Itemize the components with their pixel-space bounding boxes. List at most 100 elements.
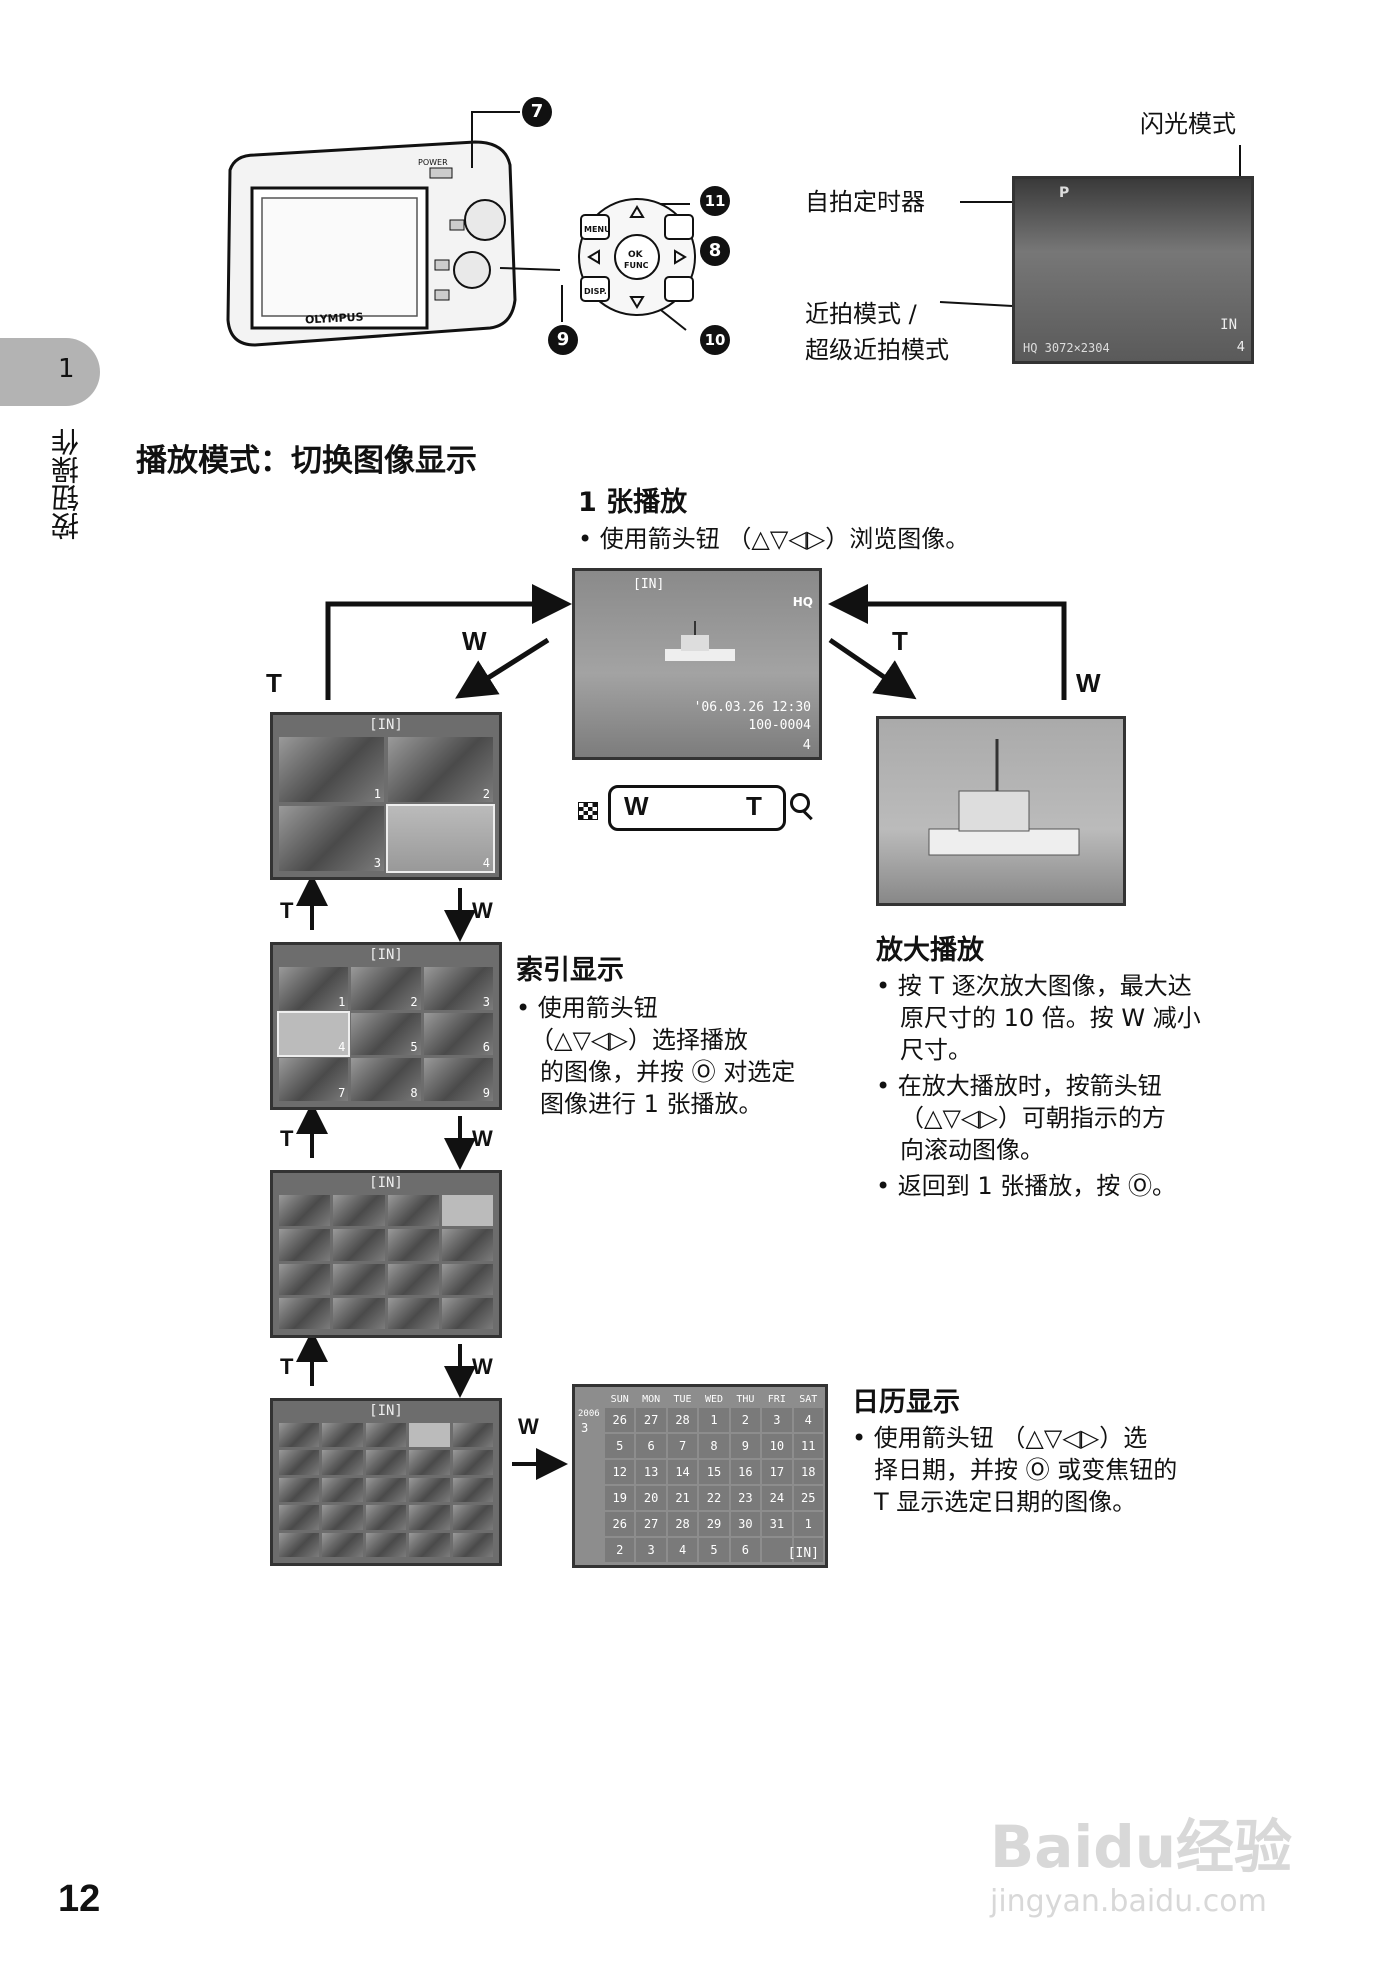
calendar-date-cell[interactable]: 31 — [762, 1512, 792, 1536]
thumb[interactable] — [365, 1477, 407, 1503]
calendar-date-cell[interactable]: 10 — [762, 1434, 792, 1458]
thumb[interactable] — [452, 1505, 493, 1530]
thumb[interactable]: 2 — [388, 737, 493, 802]
thumb[interactable] — [387, 1229, 439, 1261]
calendar-date-cell[interactable]: 16 — [730, 1460, 761, 1484]
calendar-date-cell[interactable]: 5 — [605, 1434, 635, 1458]
thumb[interactable] — [452, 1532, 493, 1557]
thumb[interactable]: 7 — [279, 1058, 349, 1101]
thumb-number: 2 — [410, 994, 418, 1009]
calendar-date-cell[interactable]: 2 — [730, 1408, 761, 1432]
thumb[interactable]: 3 — [279, 806, 384, 871]
thumb[interactable] — [452, 1423, 493, 1448]
calendar-date-cell[interactable]: 27 — [636, 1512, 666, 1536]
thumb[interactable] — [387, 1297, 439, 1329]
calendar-date-cell[interactable]: 15 — [699, 1460, 729, 1484]
thumb[interactable] — [409, 1423, 450, 1448]
thumb[interactable]: 6 — [423, 1012, 493, 1056]
calendar-date-cell[interactable]: 21 — [667, 1486, 698, 1510]
calendar-date-cell[interactable]: 12 — [605, 1460, 635, 1484]
thumb[interactable] — [322, 1505, 363, 1530]
thumb[interactable] — [365, 1423, 407, 1448]
calendar-date-cell[interactable]: 4 — [793, 1408, 823, 1432]
thumb[interactable] — [322, 1450, 363, 1475]
thumb[interactable]: 9 — [423, 1058, 493, 1101]
calendar-date-cell[interactable]: 19 — [605, 1486, 635, 1510]
calendar-date-cell[interactable]: 1 — [699, 1408, 729, 1432]
thumb[interactable] — [452, 1450, 493, 1475]
calendar-date-cell[interactable]: 24 — [762, 1486, 792, 1510]
calendar-date-cell[interactable]: 17 — [762, 1460, 792, 1484]
calendar-date-cell[interactable]: 1 — [793, 1512, 823, 1536]
thumb[interactable] — [441, 1229, 493, 1261]
calendar-date-cell[interactable]: 3 — [762, 1408, 792, 1432]
thumb[interactable] — [279, 1195, 331, 1227]
calendar-date-cell[interactable]: 25 — [793, 1486, 823, 1510]
calendar-date-cell[interactable]: 27 — [636, 1408, 666, 1432]
thumb[interactable] — [365, 1450, 407, 1475]
thumb[interactable]: 1 — [279, 967, 349, 1010]
thumb[interactable] — [387, 1263, 439, 1295]
thumb[interactable] — [279, 1505, 320, 1530]
thumb[interactable] — [279, 1477, 320, 1503]
thumb[interactable] — [279, 1450, 320, 1475]
thumb[interactable] — [322, 1477, 363, 1503]
calendar-date-cell[interactable]: 28 — [667, 1512, 698, 1536]
thumb[interactable] — [441, 1297, 493, 1329]
thumb[interactable] — [365, 1532, 407, 1557]
calendar-line-1: • 使用箭头钮 （△▽◁▷）选 — [852, 1424, 1148, 1452]
calendar-date-cell[interactable]: 6 — [730, 1538, 761, 1562]
thumb[interactable] — [333, 1195, 385, 1227]
thumb[interactable]: 3 — [423, 967, 493, 1010]
thumb[interactable] — [279, 1263, 331, 1295]
calendar-date-cell[interactable] — [793, 1538, 823, 1562]
calendar-date-cell[interactable]: 6 — [636, 1434, 666, 1458]
calendar-date-cell[interactable]: 30 — [730, 1512, 761, 1536]
thumb[interactable]: 2 — [351, 967, 421, 1010]
thumb[interactable] — [409, 1505, 450, 1530]
calendar-date-cell[interactable]: 23 — [730, 1486, 761, 1510]
thumb[interactable] — [441, 1195, 493, 1227]
thumb[interactable] — [333, 1229, 385, 1261]
calendar-date-cell[interactable]: 11 — [793, 1434, 823, 1458]
calendar-date-cell[interactable]: 29 — [699, 1512, 729, 1536]
calendar-date-cell[interactable]: 20 — [636, 1486, 666, 1510]
calendar-date-cell[interactable]: 7 — [667, 1434, 698, 1458]
calendar-date-cell[interactable]: 28 — [667, 1408, 698, 1432]
thumb[interactable] — [279, 1229, 331, 1261]
closeup-line-2: 原尺寸的 10 倍。按 W 减小 — [900, 1004, 1201, 1032]
calendar-date-cell[interactable]: 22 — [699, 1486, 729, 1510]
calendar-date-cell[interactable]: 3 — [636, 1538, 666, 1562]
thumb[interactable]: 4 — [386, 804, 495, 873]
thumb[interactable] — [441, 1263, 493, 1295]
thumb[interactable] — [279, 1532, 320, 1557]
calendar-date-cell[interactable] — [762, 1538, 792, 1562]
calendar-date-cell[interactable]: 26 — [605, 1408, 635, 1432]
thumb[interactable] — [409, 1532, 450, 1557]
thumb[interactable] — [279, 1423, 320, 1448]
thumb[interactable] — [409, 1450, 450, 1475]
calendar-date-cell[interactable]: 2 — [605, 1538, 635, 1562]
thumb[interactable] — [365, 1505, 407, 1530]
thumb[interactable]: 8 — [351, 1058, 421, 1101]
thumb[interactable] — [409, 1477, 450, 1503]
thumb-number: 2 — [482, 787, 490, 801]
thumb[interactable] — [322, 1532, 363, 1557]
thumb[interactable] — [279, 1297, 331, 1329]
calendar-date-cell[interactable]: 4 — [667, 1538, 698, 1562]
thumb[interactable] — [333, 1263, 385, 1295]
calendar-date-cell[interactable]: 13 — [636, 1460, 666, 1484]
thumb[interactable] — [452, 1477, 493, 1503]
thumb[interactable] — [333, 1297, 385, 1329]
thumb[interactable]: 1 — [279, 737, 384, 802]
thumb[interactable]: 4 — [276, 1010, 351, 1058]
thumb[interactable]: 5 — [351, 1012, 421, 1056]
calendar-date-cell[interactable]: 18 — [793, 1460, 823, 1484]
calendar-date-cell[interactable]: 26 — [605, 1512, 635, 1536]
thumb[interactable] — [322, 1423, 363, 1448]
thumb[interactable] — [387, 1195, 439, 1227]
calendar-date-cell[interactable]: 9 — [730, 1434, 761, 1458]
calendar-date-cell[interactable]: 8 — [699, 1434, 729, 1458]
calendar-date-cell[interactable]: 14 — [667, 1460, 698, 1484]
calendar-date-cell[interactable]: 5 — [699, 1538, 729, 1562]
